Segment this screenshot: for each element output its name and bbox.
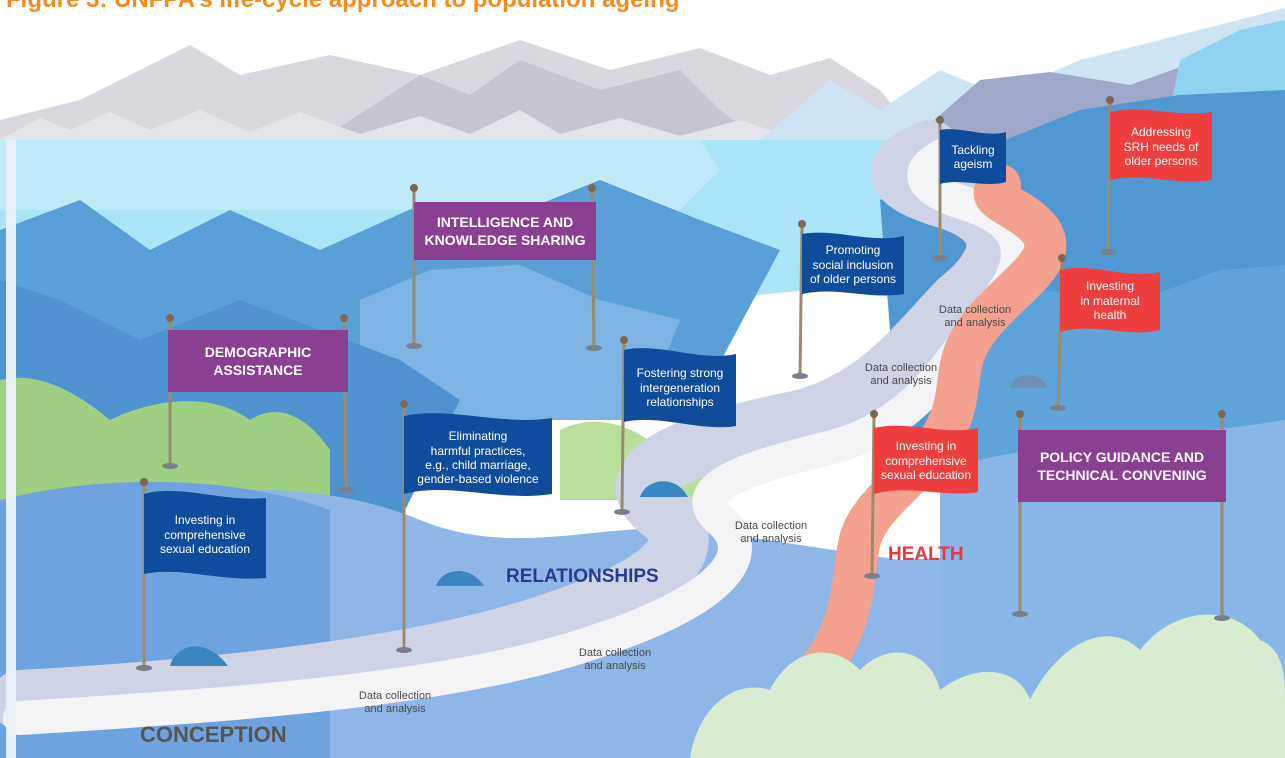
pole-knobs bbox=[140, 96, 1226, 486]
maternal-flag-shape bbox=[1060, 267, 1160, 333]
left-green-shrubs bbox=[0, 377, 330, 520]
promoting-flag-shape bbox=[802, 232, 904, 296]
data-collection-label: Data collection and analysis bbox=[578, 647, 652, 672]
investing-sex-ed-left-flag: Investing in comprehensive sexual educat… bbox=[159, 513, 251, 557]
mid-mountains-2 bbox=[360, 265, 680, 420]
intelligence-knowledge-sharing-banner: INTELLIGENCE AND KNOWLEDGE SHARING bbox=[424, 213, 586, 248]
srh-needs-flag: Addressing SRH needs of older persons bbox=[1123, 125, 1199, 169]
srh-flag-shape bbox=[1110, 109, 1212, 182]
fostering-flag-shape bbox=[624, 348, 736, 428]
tackling-ageism-flag: Tackling ageism bbox=[951, 142, 995, 171]
pole-bases bbox=[136, 249, 1230, 671]
rock-1 bbox=[170, 646, 228, 666]
front-green-shrubs bbox=[690, 614, 1285, 758]
rock-4 bbox=[1010, 375, 1048, 388]
fostering-relationships-flag: Fostering strong intergeneration relatio… bbox=[636, 366, 724, 410]
eliminating-harmful-practices-flag: Eliminating harmful practices, e.g., chi… bbox=[417, 429, 539, 487]
left-edge-strip bbox=[6, 140, 16, 758]
maternal-health-flag: Investing in maternal health bbox=[1080, 279, 1140, 323]
tackling-flag-shape bbox=[940, 129, 1006, 184]
relationships-label: RELATIONSHIPS bbox=[506, 566, 659, 587]
demographic-banner-shape bbox=[168, 330, 348, 392]
eliminating-flag-shape bbox=[404, 413, 552, 496]
rock-2 bbox=[436, 570, 484, 586]
conception-label: CONCEPTION bbox=[140, 722, 287, 747]
demographic-assistance-banner: DEMOGRAPHIC ASSISTANCE bbox=[204, 343, 312, 378]
health-label: HEALTH bbox=[888, 544, 964, 565]
policy-banner-shape bbox=[1018, 430, 1226, 502]
lake-deep bbox=[0, 140, 720, 210]
figure-title: Figure 3: UNFPA’s life-cycle approach to… bbox=[6, 0, 679, 14]
data-collection-label: Data collection and analysis bbox=[938, 304, 1012, 329]
right-sky-peaks bbox=[1170, 20, 1285, 110]
investing-sex-ed-right-flag: Investing in comprehensive sexual educat… bbox=[880, 439, 972, 483]
health-path bbox=[769, 164, 1067, 721]
investing-left-flag-shape bbox=[144, 490, 266, 579]
data-collection-label: Data collection and analysis bbox=[358, 690, 432, 715]
tree-line bbox=[0, 110, 800, 140]
policy-guidance-banner: POLICY GUIDANCE AND TECHNICAL CONVENING bbox=[1037, 448, 1207, 483]
data-collection-label: Data collection and analysis bbox=[864, 362, 938, 387]
promoting-social-inclusion-flag: Promoting social inclusion of older pers… bbox=[809, 243, 897, 287]
investing-right-flag-shape bbox=[874, 425, 978, 494]
data-collection-label: Data collection and analysis bbox=[734, 520, 808, 545]
intelligence-banner-shape bbox=[414, 202, 596, 260]
rock-3 bbox=[640, 481, 688, 497]
